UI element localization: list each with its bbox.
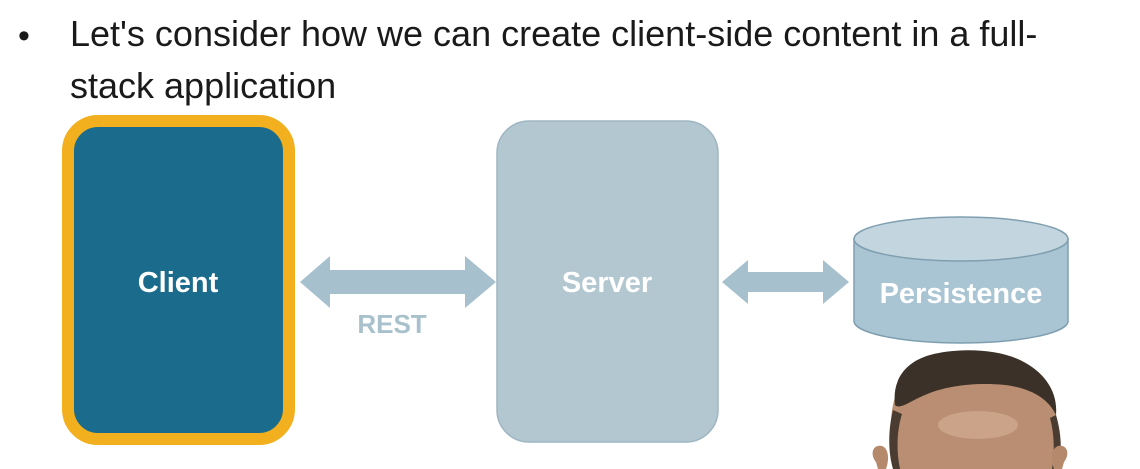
persistence-node[interactable]: Persistence	[853, 216, 1069, 344]
persistence-cylinder-top	[853, 216, 1069, 262]
bullet-dot-icon: •	[18, 17, 30, 55]
client-box	[62, 115, 295, 445]
server-label: Server	[562, 267, 652, 299]
persistence-label: Persistence	[880, 278, 1043, 310]
presenter-webcam-overlay	[872, 350, 1068, 469]
server-box	[496, 120, 719, 443]
presenter-forehead-shine	[938, 411, 1018, 439]
client-node[interactable]: Client	[62, 115, 295, 445]
presenter-ear-left	[872, 445, 889, 469]
persistence-cylinder-body	[853, 238, 1069, 344]
presenter-hair	[894, 350, 1057, 415]
client-label: Client	[138, 267, 219, 299]
server-node[interactable]: Server	[496, 120, 719, 443]
rest-label: REST	[357, 309, 426, 339]
persistence-arrow-icon	[722, 260, 849, 304]
bullet-text: Let's consider how we can create client-…	[70, 13, 1038, 106]
presenter-ear-right	[1051, 445, 1068, 469]
rest-arrow-icon	[300, 256, 496, 308]
